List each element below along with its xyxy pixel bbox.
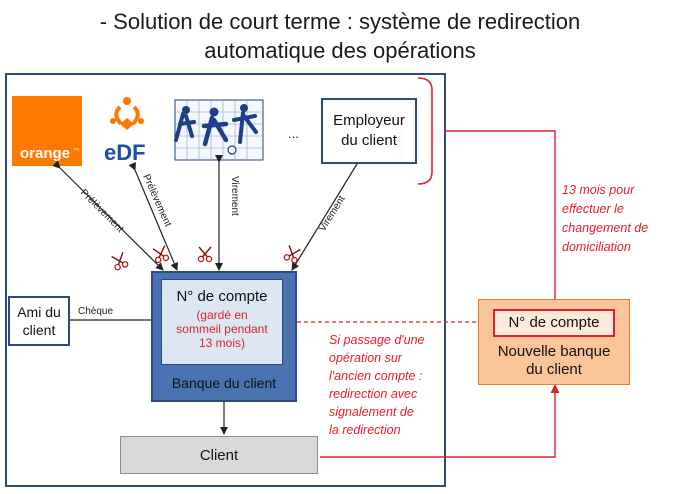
svg-text:™: ™ — [73, 147, 79, 154]
edge-label-orange: Prélèvement — [78, 187, 126, 235]
old-account-title: N° de compte — [176, 288, 268, 305]
sport-club-logo — [174, 99, 264, 161]
svg-text:eDF: eDF — [104, 140, 146, 165]
old-account-note-1: (gardé en — [196, 308, 248, 322]
scissors-icon — [197, 246, 213, 263]
svg-text:orange: orange — [20, 145, 70, 162]
orange-logo: orange ™ — [12, 96, 82, 166]
title-line-1: - Solution de court terme : système de r… — [99, 9, 581, 34]
title-line-2: automatique des opérations — [204, 38, 476, 63]
edf-logo: eDF — [104, 97, 146, 165]
note-13-mois: 13 mois pour effectuer le changement de … — [562, 183, 652, 254]
edge-label-cheque: Chèque — [78, 306, 113, 317]
arrow-employer — [291, 155, 365, 271]
new-bank-line-1: Nouvelle banque — [497, 343, 611, 360]
employer-line-1: Employeur — [333, 112, 405, 129]
arrow-edf — [128, 161, 178, 271]
old-account-note-2: sommeil pendant — [176, 322, 268, 336]
friend-line-1: Ami du — [17, 304, 61, 320]
old-account-box: N° de compte (gardé en sommeil pendant 1… — [161, 279, 283, 365]
old-account-note-3: 13 mois) — [198, 336, 245, 350]
edge-label-sport: Virement — [229, 176, 240, 216]
client-box: Client — [120, 436, 318, 474]
edge-label-employer: Virement — [317, 194, 348, 234]
arrow-employer-newbank — [445, 130, 560, 308]
employer-line-2: du client — [341, 132, 397, 149]
employer-box: Employeur du client — [321, 98, 417, 164]
new-account-box: N° de compte — [493, 309, 615, 337]
scissors-icon — [151, 244, 170, 264]
client-bank-box: N° de compte (gardé en sommeil pendant 1… — [151, 271, 297, 402]
note-redirection: Si passage d'une opération sur l'ancien … — [329, 333, 428, 437]
ellipsis: ... — [288, 126, 299, 141]
new-bank-box: N° de compte Nouvelle banque du client — [478, 299, 630, 385]
client-bank-label: Banque du client — [171, 375, 277, 391]
scissors-icon — [110, 251, 130, 272]
friend-box: Ami du client — [8, 296, 70, 346]
friend-line-2: client — [22, 322, 56, 338]
new-bank-line-2: du client — [526, 361, 582, 378]
outer-frame — [5, 73, 446, 487]
payers-bracket — [417, 77, 433, 185]
arrow-client-newbank — [320, 384, 560, 458]
